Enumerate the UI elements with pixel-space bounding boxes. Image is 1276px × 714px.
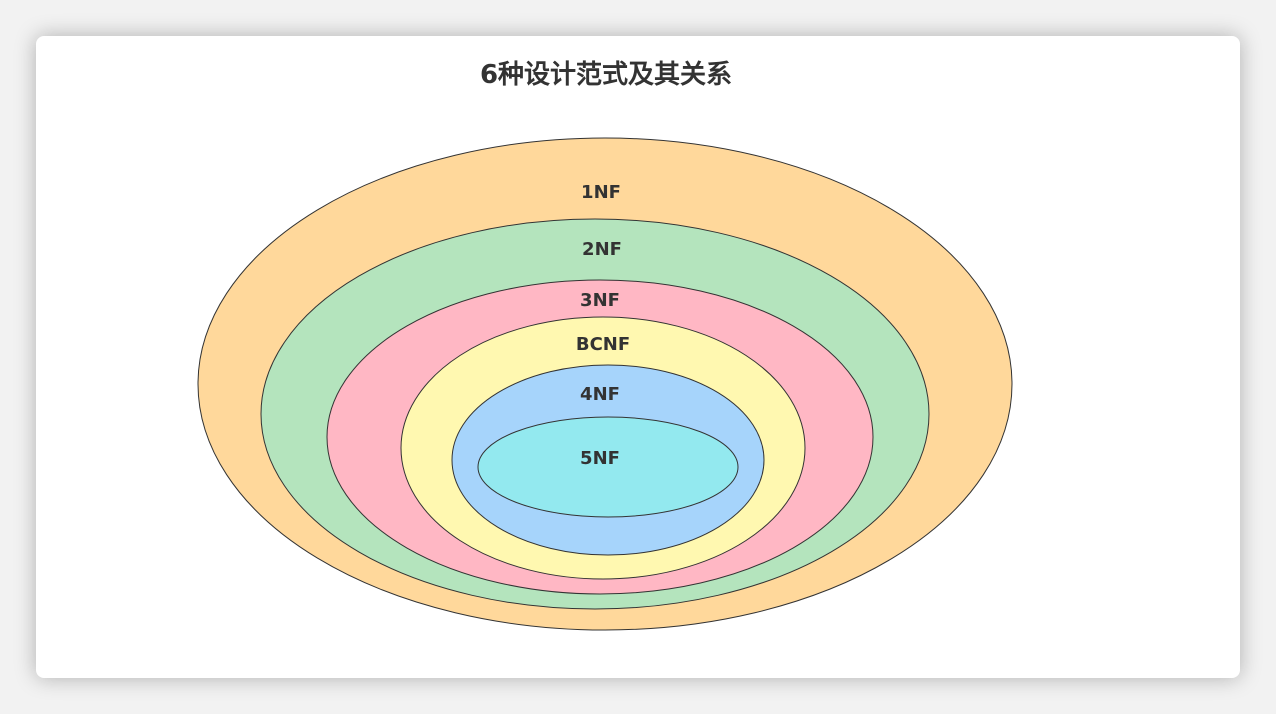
layer-1nf-label: 1NF [581, 182, 621, 203]
layer-4nf-label: 4NF [580, 384, 620, 405]
layer-5nf-label: 5NF [580, 448, 620, 469]
layer-2nf-label: 2NF [582, 239, 622, 260]
layer-bcnf-label: BCNF [576, 334, 630, 355]
diagram-title: 6种设计范式及其关系 [479, 60, 733, 90]
layer-3nf-label: 3NF [580, 290, 620, 311]
layer-5nf-ellipse [477, 416, 739, 518]
